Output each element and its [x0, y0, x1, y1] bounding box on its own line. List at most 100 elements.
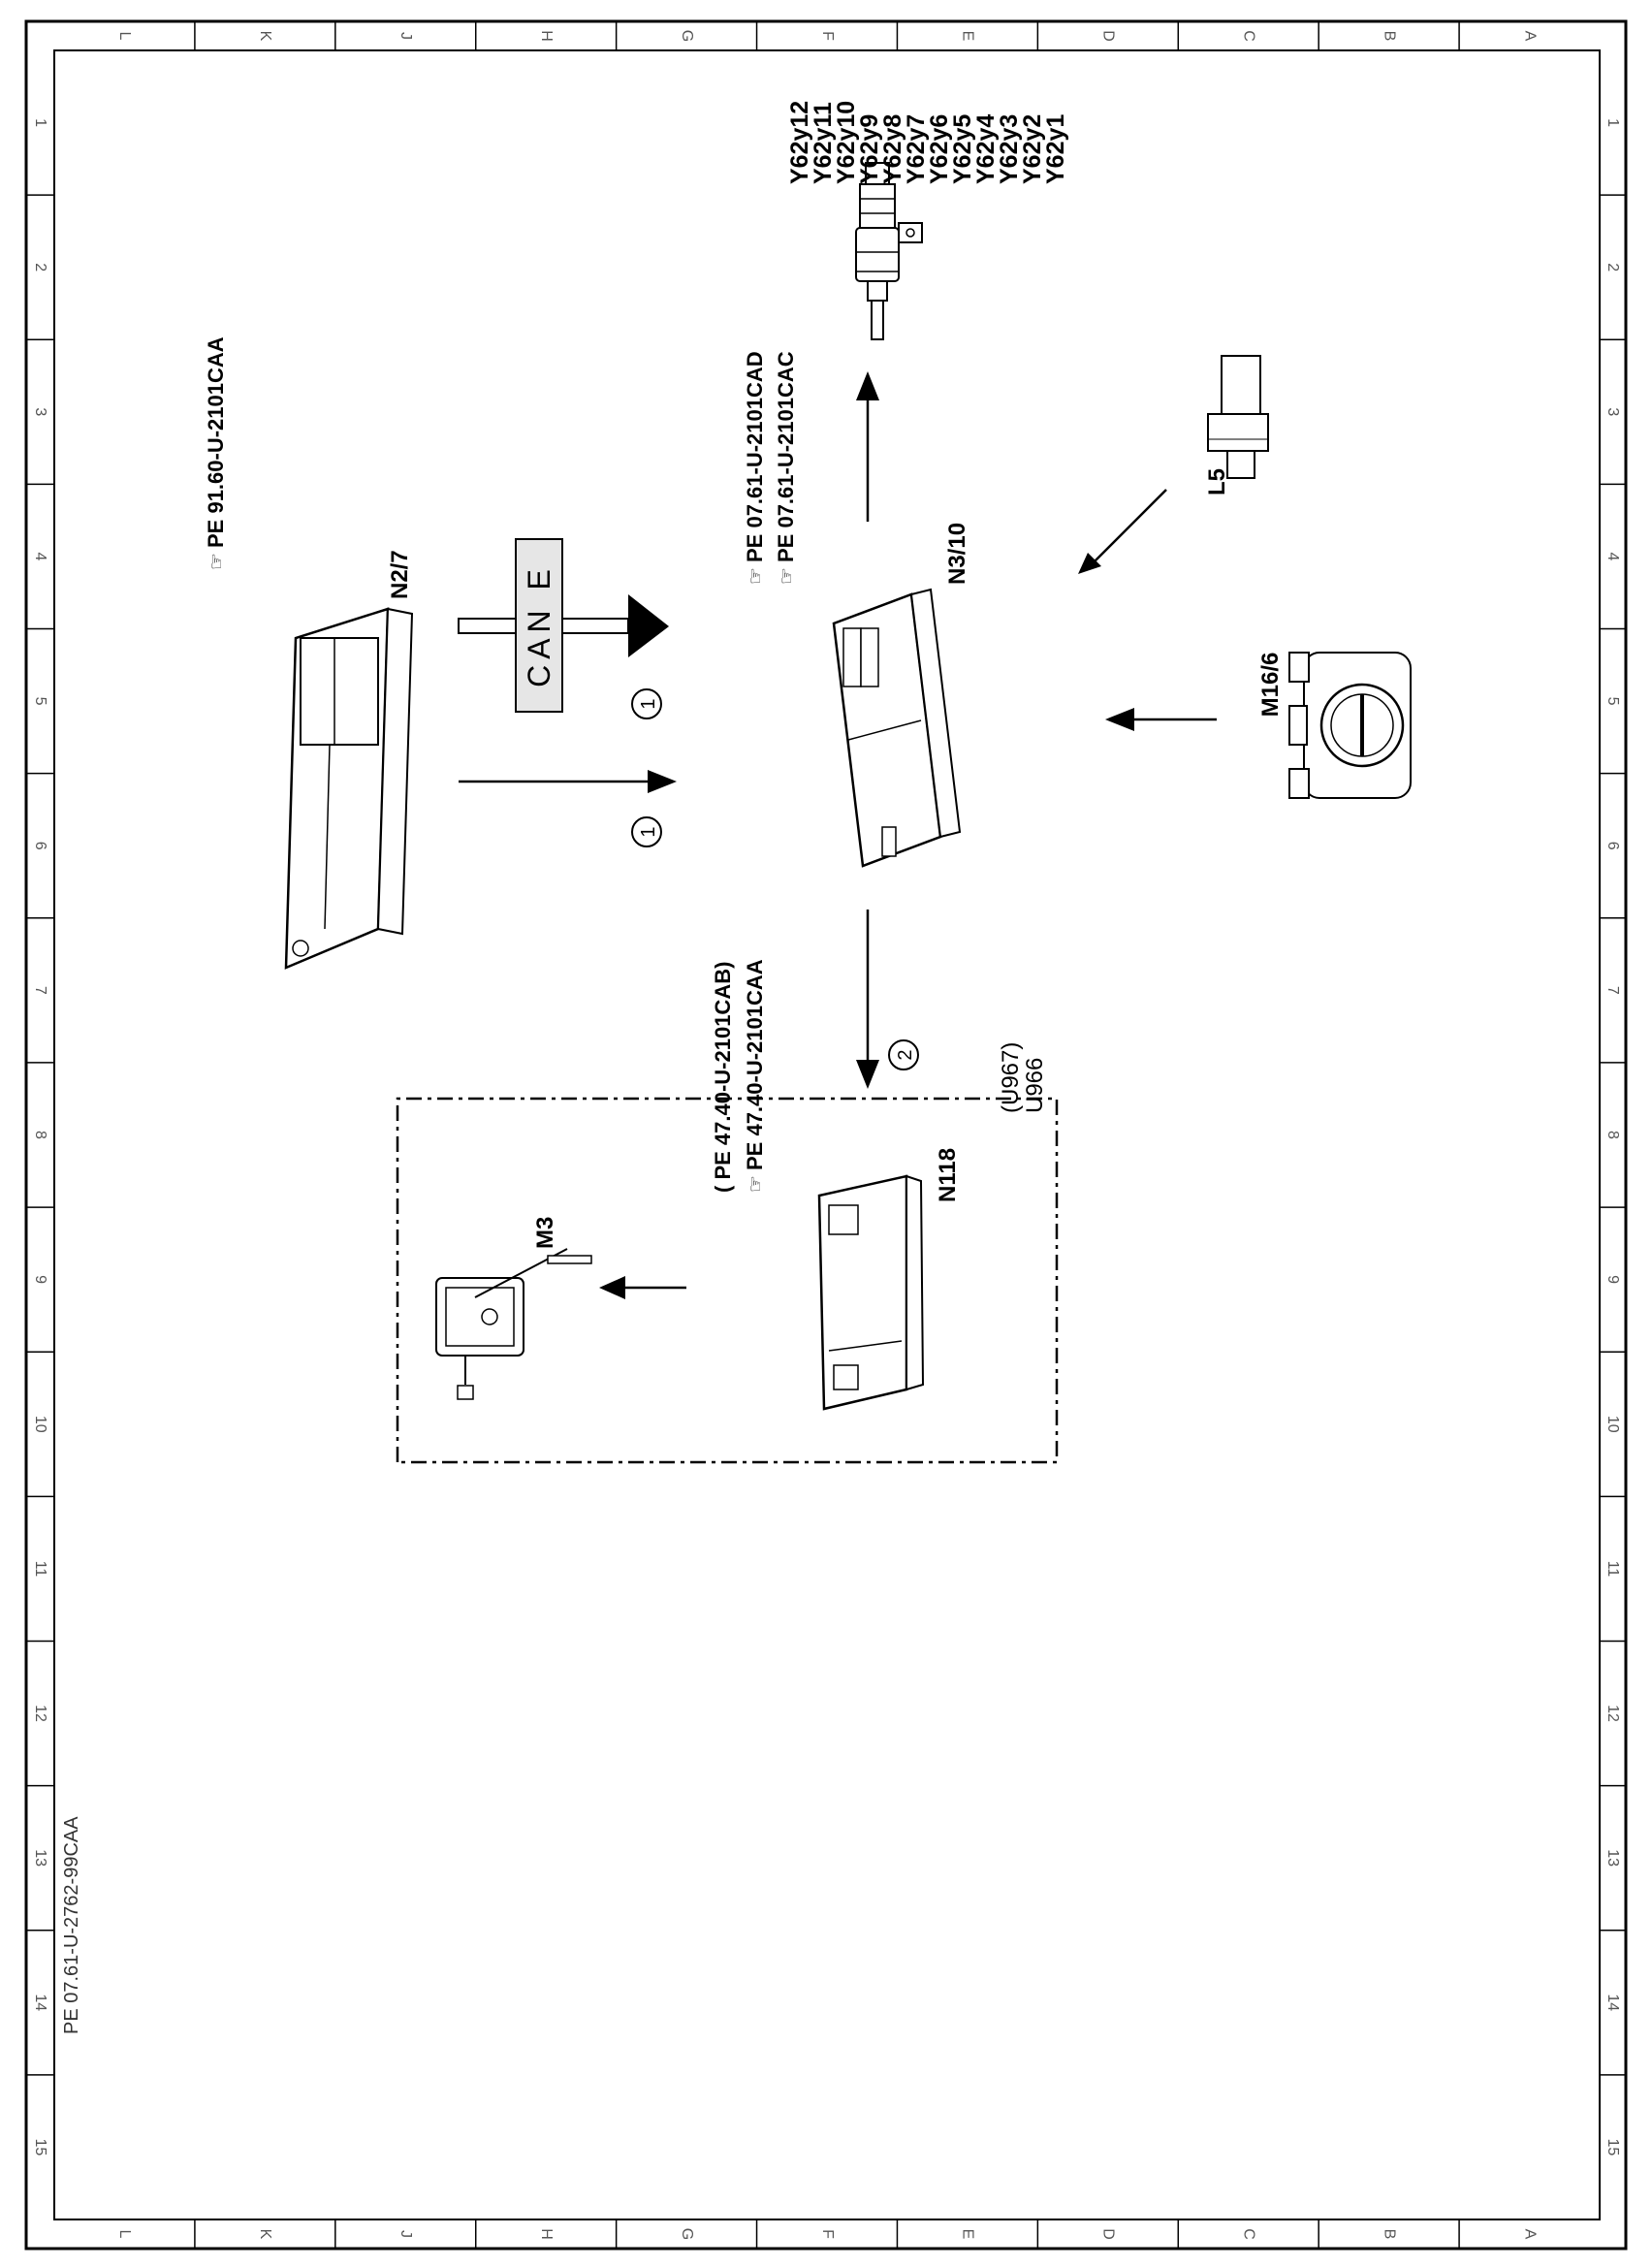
grid-row-label: 15 [32, 2139, 48, 2156]
grid-row-label: 11 [1604, 1561, 1621, 1578]
grid-column-label: H [538, 2228, 555, 2240]
l5-to-ecu-arrow [1078, 489, 1167, 574]
injector-label: Y62y1 [1042, 114, 1069, 184]
injector-icon [855, 162, 923, 340]
marker-1a-text: 1 [638, 698, 659, 709]
injector-label: Y62y12 [786, 101, 813, 184]
n118-ref-1: ☞ PE 47.40-U-2101CAA [743, 959, 767, 1193]
n118-module-icon [817, 1174, 925, 1411]
grid-column-label: J [397, 2230, 414, 2238]
inner-frame [53, 49, 1601, 2220]
grid-column-label: B [1381, 31, 1397, 42]
m3-fuel-pump-icon [435, 1248, 592, 1400]
grid-row-label: 5 [1604, 697, 1621, 706]
grid-ticks [26, 21, 1626, 2249]
grid-column-label: F [819, 2229, 836, 2239]
manual-ref-icon: ☞ [206, 553, 228, 570]
grid-row-label: 3 [32, 407, 48, 416]
diagram-id: PE 07.61-U-2762-99CAA [61, 1816, 82, 2034]
n118-ref-1-text: PE 47.40-U-2101CAA [743, 959, 767, 1170]
can-e-label-box [515, 538, 563, 713]
grid-column-label: L [116, 32, 133, 41]
grid-row-label: 6 [32, 842, 48, 850]
u966-group-boundary [396, 1097, 1059, 1464]
grid-row-label: 8 [1604, 1131, 1621, 1139]
m16-6-label: M16/6 [1257, 653, 1284, 718]
grid-row-label: 1 [1604, 118, 1621, 127]
grid-column-label: F [819, 31, 836, 41]
grid-row-label: 3 [1604, 407, 1621, 416]
injector-label: Y62y2 [1019, 114, 1046, 184]
grid-row-label: 10 [1604, 1416, 1621, 1433]
can-e-label: CAN E [522, 563, 556, 687]
n3-10-ref-1-text: PE 07.61-U-2101CAC [774, 351, 798, 562]
throttle-actuator-icon [1288, 652, 1412, 799]
grid-row-label: 9 [32, 1275, 48, 1284]
n118-ref-2: ( PE 47.40-U-2101CAB) [711, 962, 735, 1193]
grid-column-label: G [679, 2228, 695, 2240]
grid-column-label: K [257, 31, 273, 42]
ecu-to-u966-arrow [856, 910, 879, 1089]
grid-column-label: A [1521, 31, 1538, 42]
grid-row-label: 2 [32, 263, 48, 271]
m3-label: M3 [532, 1217, 558, 1249]
injector-label: Y62y8 [879, 114, 906, 184]
grid-row-label: 7 [1604, 986, 1621, 995]
injector-label: Y62y5 [949, 114, 976, 184]
grid-row-label: 7 [32, 986, 48, 995]
grid-row-label: 13 [32, 1849, 48, 1867]
grid-column-label: E [960, 2229, 976, 2240]
manual-ref-icon: ☞ [777, 567, 798, 585]
grid-row-label: 11 [32, 1561, 48, 1578]
grid-row-label: 1 [32, 118, 48, 127]
grid-column-label: B [1381, 2229, 1397, 2240]
u967-label: (U967) [998, 1042, 1024, 1113]
injector-label: Y62y10 [833, 101, 860, 184]
diagram-content: Y62y1Y62y2Y62y3Y62y4Y62y5Y62y6Y62y7Y62y8… [61, 101, 1412, 2034]
grid-row-label: 12 [32, 1705, 48, 1722]
marker-1b: 1 [631, 816, 662, 847]
grid-column-label: C [1240, 2228, 1256, 2240]
injector-labels: Y62y1Y62y2Y62y3Y62y4Y62y5Y62y6Y62y7Y62y8… [786, 101, 1069, 184]
n118-to-m3-arrow [599, 1276, 686, 1299]
grid-column-label: G [679, 30, 695, 42]
grid-column-label: K [257, 2229, 273, 2240]
grid-row-label: 14 [32, 1994, 48, 2011]
injector-label: Y62y9 [856, 114, 883, 184]
grid-row-label: 13 [1604, 1849, 1621, 1867]
grid-column-label: E [960, 31, 976, 42]
n2-7-module-icon [284, 607, 414, 970]
grid-row-label: 12 [1604, 1705, 1621, 1722]
n3-10-ref-2-text: PE 07.61-U-2101CAD [743, 351, 767, 562]
grid-row-label: 15 [1604, 2139, 1621, 2156]
l5-label: L5 [1204, 468, 1230, 495]
n3-10-ref-2: ☞ PE 07.61-U-2101CAD [743, 351, 767, 585]
marker-1b-text: 1 [638, 826, 659, 837]
injector-label: Y62y4 [972, 114, 1000, 184]
outer-frame [24, 19, 1628, 2251]
grid-row-label: 8 [32, 1131, 48, 1139]
grid-column-label: J [397, 32, 414, 40]
u966-label: U966 [1022, 1058, 1048, 1113]
ecu-to-injector-arrow [856, 371, 879, 522]
grid-row-label: 6 [1604, 842, 1621, 850]
injector-label: Y62y3 [996, 114, 1023, 184]
n2-7-to-n3-10-arrow [459, 770, 677, 793]
grid-row-label: 14 [1604, 1994, 1621, 2011]
grid-column-label: H [538, 30, 555, 42]
grid-row-label: 10 [32, 1416, 48, 1433]
injector-label: Y62y7 [903, 114, 930, 184]
n2-7-label: N2/7 [387, 550, 413, 599]
grid-row-label: 4 [32, 553, 48, 561]
n3-10-label: N3/10 [944, 523, 970, 585]
n118-label: N118 [935, 1148, 961, 1202]
n118-ref-2-text: ( PE 47.40-U-2101CAB) [711, 962, 735, 1193]
injector-label: Y62y11 [810, 102, 837, 184]
ecu-n3-10-icon [832, 588, 962, 868]
marker-2-text: 2 [895, 1049, 916, 1060]
grid-row-label: 9 [1604, 1275, 1621, 1284]
manual-ref-icon: ☞ [746, 567, 767, 585]
grid-column-label: C [1240, 30, 1256, 42]
